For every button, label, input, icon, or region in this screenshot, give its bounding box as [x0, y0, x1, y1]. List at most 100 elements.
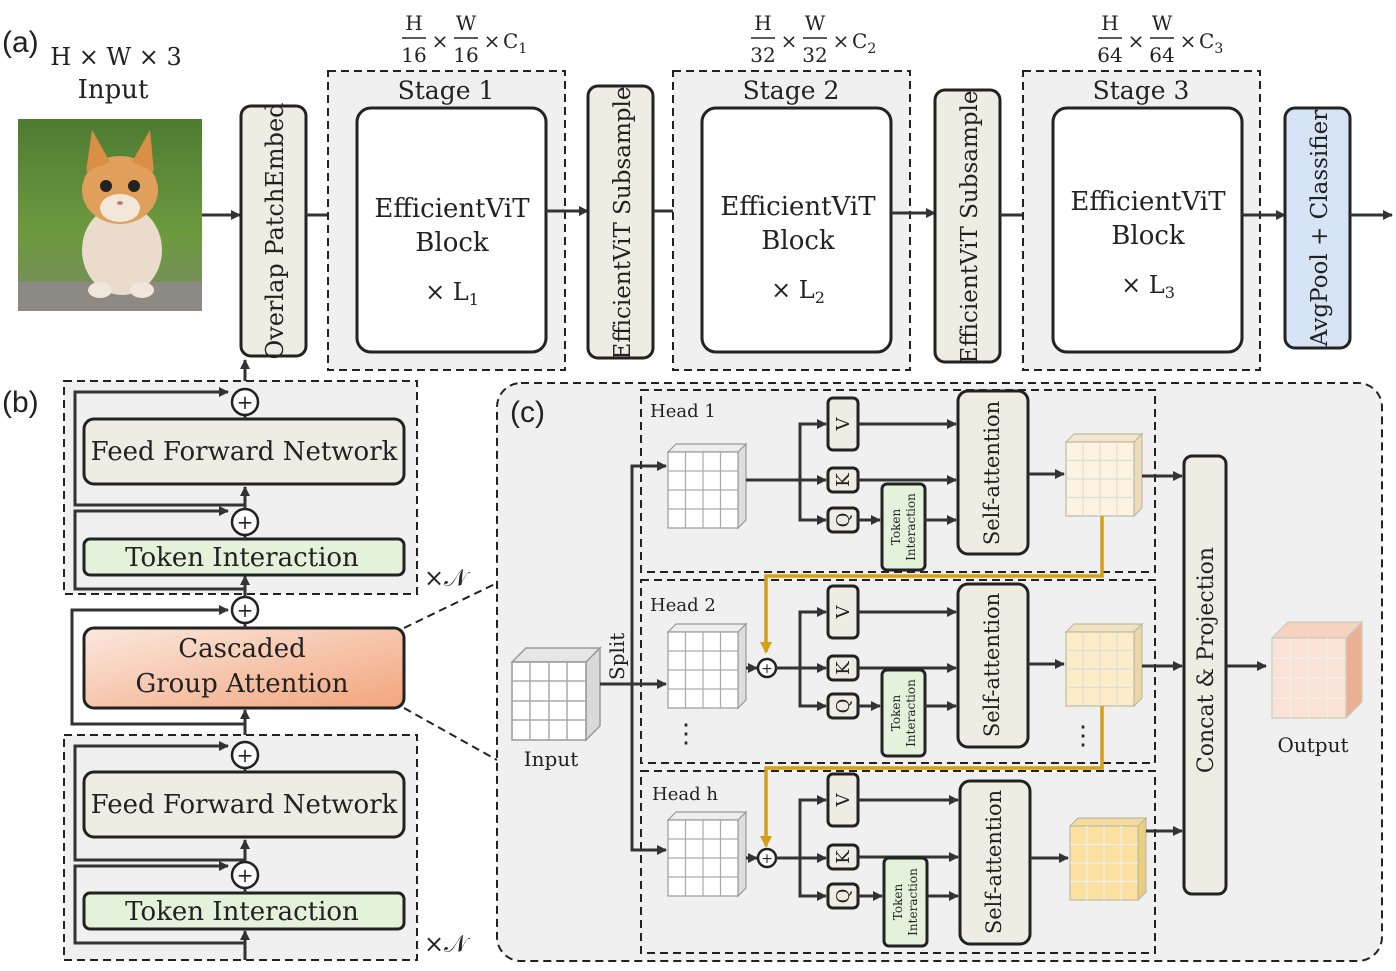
stage2-block — [700, 106, 893, 354]
zoom-line-top — [403, 582, 498, 629]
stage2-times-1: × — [781, 29, 798, 53]
head2-v: V — [833, 605, 854, 620]
stage1-block-line2: Block — [415, 228, 489, 258]
head1-sa-label: Self-attention — [980, 401, 1004, 545]
stage3-block — [1051, 106, 1244, 354]
head2-ti-line1: Token — [889, 695, 903, 732]
head-dots-right: ⋮ — [1070, 721, 1096, 751]
stage2-block-line1: EfficientViT — [720, 192, 876, 222]
stage3-frac-w-num: W — [1152, 11, 1173, 35]
headh-q: Q — [833, 889, 854, 904]
b-add-1-sign: + — [237, 390, 254, 414]
stage-2: H 32 × W 32 × C2 Stage 2 EfficientViT Bl… — [672, 11, 911, 371]
head-dots-left: ⋮ — [673, 719, 699, 749]
head1-ti-line2: Interaction — [904, 493, 918, 561]
head-2-label: Head 2 — [650, 595, 716, 616]
head-1-input-grid — [666, 442, 748, 530]
headh-k: K — [833, 850, 854, 864]
b-add-5-sign: + — [237, 863, 254, 887]
headh-ti-line2: Interaction — [906, 868, 920, 936]
subsample-1-label: EfficientViT Subsample — [610, 87, 636, 360]
kitten-image — [18, 119, 202, 311]
b-bottom-ffn-label: Feed Forward Network — [91, 790, 398, 820]
stage1-block-line1: EfficientViT — [374, 194, 530, 224]
b-add-1 — [230, 387, 260, 417]
stage2-block-line2: Block — [761, 226, 835, 256]
stage3-title: Stage 3 — [1093, 76, 1190, 105]
head-1-label: Head 1 — [650, 401, 716, 422]
stage2-frac-w-den: 32 — [802, 43, 827, 67]
cascade-arrow-1 — [760, 516, 1104, 654]
b-add-5 — [230, 860, 260, 890]
stage3-times-1: × — [1128, 29, 1145, 53]
stage3-block-line1: EfficientViT — [1070, 187, 1226, 217]
panel-a-label: (a) — [2, 26, 39, 59]
stage3-frac-h-num: H — [1101, 11, 1118, 35]
input-label: Input — [78, 75, 149, 105]
stage1-block — [355, 106, 548, 354]
stage2-repeat: × L2 — [771, 276, 825, 307]
stage1-times-1: × — [432, 29, 449, 53]
stage2-frac-h-den: 32 — [750, 43, 775, 67]
subsample-2-box — [933, 88, 1002, 364]
head2-output-grid — [1064, 622, 1144, 708]
stage1-frac-w-num: W — [456, 11, 477, 35]
headh-output-grid — [1068, 816, 1148, 902]
stage-3: H 64 × W 64 × C3 Stage 3 EfficientViT Bl… — [1022, 11, 1261, 371]
stage1-frac-h-den: 16 — [401, 43, 426, 67]
b-add-2-sign: + — [237, 510, 254, 534]
headh-v: V — [833, 793, 854, 808]
b-bottom-ti-label: Token Interaction — [125, 897, 359, 927]
head1-ti-box — [880, 482, 927, 572]
split-arrow-h — [630, 684, 667, 855]
stage2-times-2: × — [833, 29, 850, 53]
stage1-channels: C1 — [503, 29, 527, 57]
subsample-2-label: EfficientViT Subsample — [957, 91, 983, 364]
stage3-repeat: × L3 — [1121, 271, 1175, 302]
stage1-frac-h-num: H — [405, 11, 422, 35]
classifier-label: AvgPool + Classifier — [1307, 110, 1333, 347]
head2-k: K — [833, 661, 854, 675]
head1-k: K — [833, 473, 854, 487]
b-top-times-n: ×𝒩 — [424, 564, 471, 592]
headh-ti-line1: Token — [891, 884, 905, 921]
headh-add-sign: + — [761, 851, 773, 867]
b-add-3-sign: + — [237, 598, 254, 622]
overlap-patchembed-label: Overlap PatchEmbed — [261, 102, 289, 359]
stage3-frac-h-den: 64 — [1097, 43, 1122, 67]
head-h-label: Head h — [652, 784, 718, 805]
split-label: Split — [605, 633, 629, 680]
classifier-box — [1283, 106, 1352, 350]
stage-1: H 16 × W 16 × C1 Stage 1 EfficientViT Bl… — [327, 11, 566, 371]
subsample-1-box — [586, 84, 655, 360]
stage2-channels: C2 — [852, 29, 876, 57]
head-2-input-grid — [666, 622, 748, 710]
head1-v: V — [833, 417, 854, 432]
head2-ti-line2: Interaction — [904, 679, 918, 747]
stage1-repeat: × L1 — [425, 278, 479, 309]
head2-q: Q — [833, 699, 854, 714]
b-add-4 — [230, 740, 260, 770]
input-dims: H × W × 3 — [50, 43, 182, 71]
stage3-times-2: × — [1180, 29, 1197, 53]
stage1-times-2: × — [484, 29, 501, 53]
head2-sa-label: Self-attention — [980, 593, 1004, 737]
head2-ti-box — [880, 668, 927, 758]
cga-line2: Group Attention — [135, 669, 348, 699]
head1-output-grid — [1064, 432, 1144, 518]
b-top-ti-label: Token Interaction — [125, 543, 359, 573]
stage3-block-line2: Block — [1111, 221, 1185, 251]
overlap-patchembed-box — [239, 104, 308, 358]
concat-projection-label: Concat & Projection — [1194, 547, 1219, 773]
b-bottom-times-n: ×𝒩 — [424, 930, 471, 958]
stage3-frac-w-den: 64 — [1149, 43, 1174, 67]
b-top-ffn-label: Feed Forward Network — [91, 437, 398, 467]
headh-ti-box — [882, 856, 929, 948]
split-arrow-1 — [630, 461, 667, 684]
head1-ti-line1: Token — [889, 509, 903, 546]
output-label: Output — [1277, 733, 1348, 757]
input-cube — [510, 646, 602, 742]
head1-q: Q — [833, 513, 854, 528]
headh-sa-box — [958, 779, 1032, 946]
